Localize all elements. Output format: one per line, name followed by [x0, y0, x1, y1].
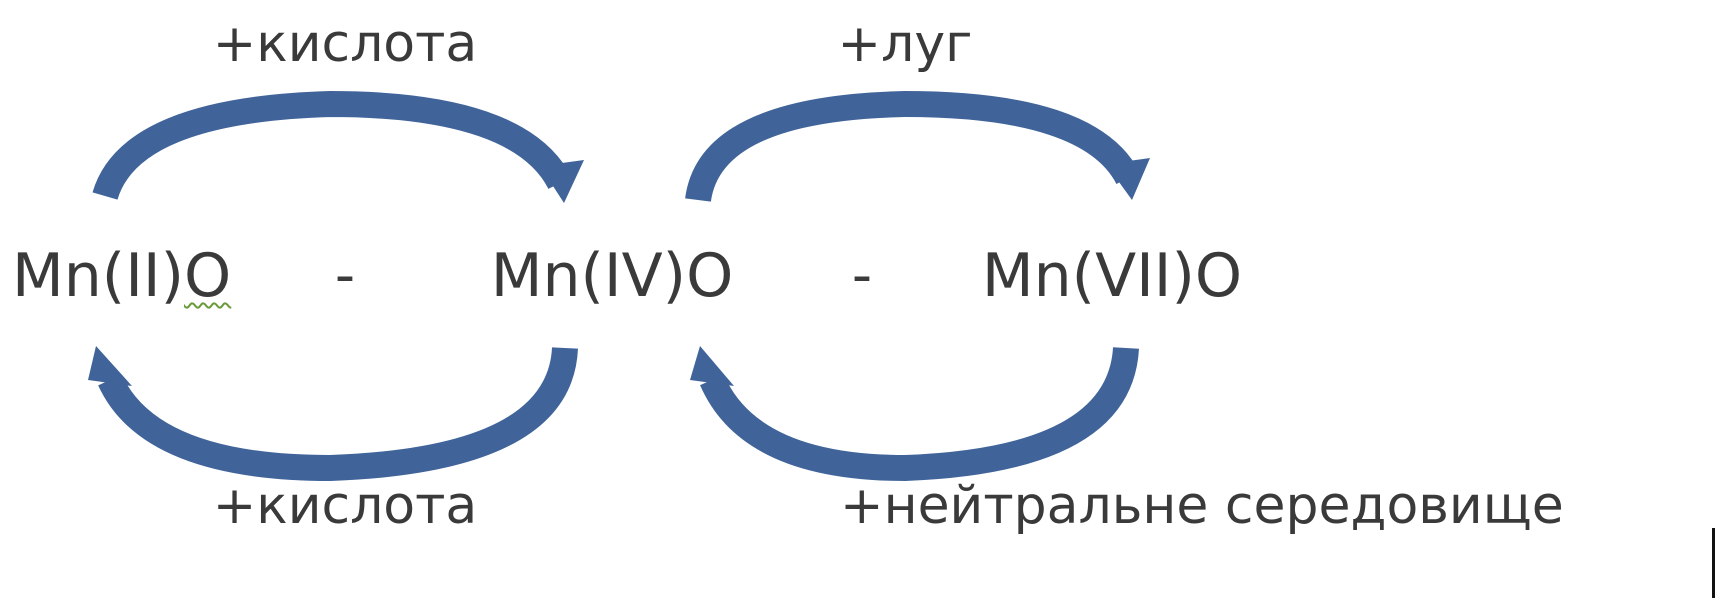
- arrowhead-top-left: [540, 160, 584, 203]
- arrowhead-bottom-right: [690, 346, 734, 386]
- condition-top-left: +кислота: [212, 14, 478, 74]
- species-mn7: Mn(VII)O: [981, 241, 1243, 311]
- condition-bottom-left: +кислота: [212, 476, 478, 536]
- species-mn2: Mn(II)O: [12, 246, 231, 306]
- arrow-top-left: [92, 90, 572, 201]
- species-mn2-prefix: Mn(II): [12, 241, 185, 311]
- arrowhead-top-right: [1106, 158, 1150, 200]
- arrow-bottom-right: [700, 346, 1139, 482]
- separator-right: -: [851, 243, 873, 308]
- species-mn2-suffix: O: [184, 241, 232, 311]
- species-mn4: Mn(IV)O: [490, 241, 734, 311]
- condition-bottom-right: +нейтральне середовище: [840, 476, 1564, 536]
- text-cursor: [1712, 528, 1715, 598]
- arrowhead-bottom-left: [88, 346, 132, 386]
- condition-top-right: +луг: [837, 14, 973, 74]
- separator-left: -: [334, 243, 356, 308]
- arrow-bottom-left: [98, 346, 578, 482]
- arrow-top-right: [685, 90, 1140, 203]
